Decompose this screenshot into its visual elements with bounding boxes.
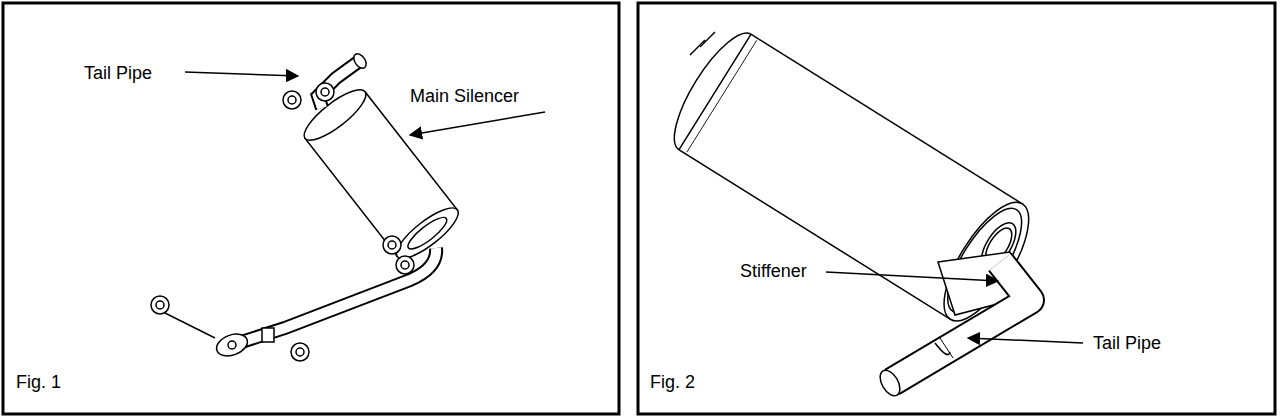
panel-frame — [638, 3, 1275, 414]
leader-arrow — [826, 272, 998, 281]
part-label: Tail Pipe — [84, 64, 152, 84]
figure-number: Fig. 2 — [650, 373, 695, 393]
leader-arrow — [185, 72, 298, 76]
part-label: Tail Pipe — [1093, 334, 1161, 354]
figure-number: Fig. 1 — [16, 373, 61, 393]
part-label: Main Silencer — [410, 87, 519, 107]
silencer-detail-fig2 — [660, 23, 1044, 399]
part-label: Stiffener — [740, 262, 807, 282]
leader-arrow — [410, 112, 545, 135]
panel-frame — [3, 3, 619, 414]
leader-arrow — [968, 338, 1083, 343]
